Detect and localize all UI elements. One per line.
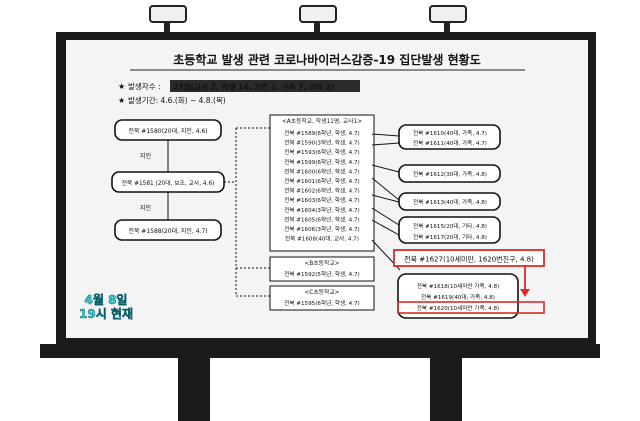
timestamp: 4월 8일 19시 현재 <box>79 292 134 322</box>
link-label-friend: 지인 <box>140 204 151 212</box>
bottom-family-group: 전북 #1618(10세미만 가족, 4.8) 전북 #1619(40대, 가족… <box>397 273 545 319</box>
school-c-header: <C초등학교> <box>304 288 339 296</box>
lamp-icon <box>299 5 337 36</box>
school-a-case: 전북 #1604(3학년, 학생, 4.7) <box>284 206 360 214</box>
school-c-case: 전북 #1595(6학년, 학생, 4.7) <box>284 299 360 307</box>
left-cases: 전북 #1580(20대, 지인, 4.6) 지인 전북 #1581 (20대,… <box>111 119 225 241</box>
family-case: 전북 #1611(40대, 가족, 4.7) <box>413 139 487 147</box>
school-a-case-list: 전북 #1589(6학년, 학생, 4.7) 전북 #1590(3학년, 학생, … <box>284 129 360 243</box>
school-a-case: 전북 #1599(6학년, 학생, 4.7) <box>284 158 360 166</box>
family-case: 전북 #1610(40대, 가족, 4.7) <box>413 129 487 137</box>
case-1581: 전북 #1581 (20대, 보조, 교사, 4.6) <box>122 179 215 187</box>
star-icon: ★ <box>118 96 125 105</box>
case-1588: 전북 #1588(20대, 지인, 4.7) <box>128 227 207 235</box>
summary: ★ 발생자수 : 27명(교사 2, 학생 14, 지인 2, 가족 7, 기타… <box>118 80 360 105</box>
summary-count-value: 27명(교사 2, 학생 14, 지인 2, 가족 7, 기타 2) <box>173 82 334 92</box>
school-b-group: <B초등학교> 전북 #1592(5학년, 학생, 4.7) <box>269 256 375 282</box>
school-a-case: 전북 #1601(6학년, 학생, 4.7) <box>284 177 360 185</box>
school-b-case: 전북 #1592(5학년, 학생, 4.7) <box>284 270 360 278</box>
school-a-case: 전북 #1608(40대, 교사, 4.7) <box>285 235 359 243</box>
family-case: 전북 #1612(30대, 가족, 4.8) <box>413 170 487 178</box>
billboard-legs <box>40 344 600 421</box>
star-icon: ★ <box>118 82 125 91</box>
arrow-down-icon <box>520 289 530 297</box>
summary-count-label: 발생자수 : <box>128 81 161 91</box>
family-case: 전북 #1618(10세미만 가족, 4.8) <box>417 282 499 290</box>
summary-period: 발생기간: 4.6.(화) ~ 4.8.(목) <box>128 95 226 105</box>
school-c-group: <C초등학교> 전북 #1595(6학년, 학생, 4.7) <box>269 285 375 311</box>
family-groups: 전북 #1610(40대, 가족, 4.7) 전북 #1611(40대, 가족,… <box>398 124 501 244</box>
family-case: 전북 #1620(10세미만 가족, 4.8) <box>417 304 499 312</box>
school-b-header: <B초등학교> <box>304 259 339 267</box>
family-case: 전북 #1613(40대, 가족, 4.8) <box>413 198 487 206</box>
timestamp-line2: 19시 현재 <box>79 306 133 321</box>
family-case: 전북 #1615(20대, 기타, 4.8) <box>413 222 487 230</box>
lamp-icon <box>149 5 187 36</box>
timestamp-line1: 4월 8일 <box>85 292 128 307</box>
billboard-lamps <box>149 5 467 36</box>
school-a-case: 전북 #1602(6학년, 학생, 4.7) <box>284 187 360 195</box>
lamp-icon <box>429 5 467 36</box>
connectors-left <box>224 127 270 297</box>
family-case: 전북 #1617(20대, 기타, 4.8) <box>413 233 487 241</box>
link-label-friend: 지인 <box>140 152 151 160</box>
school-a-case: 전북 #1600(6학년, 학생, 4.7) <box>284 167 360 175</box>
highlight-case-label: 전북 #1627(10세미만, 1620번친구, 4.8) <box>404 255 534 264</box>
school-a-group: <A초등학교, 학생11명, 교사1> 전북 #1589(6학년, 학생, 4.… <box>269 114 375 252</box>
school-a-case: 전북 #1590(3학년, 학생, 4.7) <box>284 139 360 147</box>
school-a-case: 전북 #1603(6학년, 학생, 4.7) <box>284 196 360 204</box>
school-a-case: 전북 #1606(3학년, 학생, 4.7) <box>284 225 360 233</box>
connector-arrows <box>371 133 401 271</box>
highlight-case: 전북 #1627(10세미만, 1620번친구, 4.8) <box>393 249 545 297</box>
case-1580: 전북 #1580(20대, 지인, 4.6) <box>128 127 207 135</box>
diagram-title: 초등학교 발생 관련 코로나바이러스감증-19 집단발생 현황도 <box>173 52 481 67</box>
school-a-case: 전북 #1589(6학년, 학생, 4.7) <box>284 129 360 137</box>
school-a-case: 전북 #1605(6학년, 학생, 4.7) <box>284 215 360 223</box>
school-a-header: <A초등학교, 학생11명, 교사1> <box>282 117 362 125</box>
school-a-case: 전북 #1593(6학년, 학생, 4.7) <box>284 148 360 156</box>
family-case: 전북 #1619(40대, 가족, 4.8) <box>421 293 495 301</box>
summary-count-box <box>170 80 360 92</box>
